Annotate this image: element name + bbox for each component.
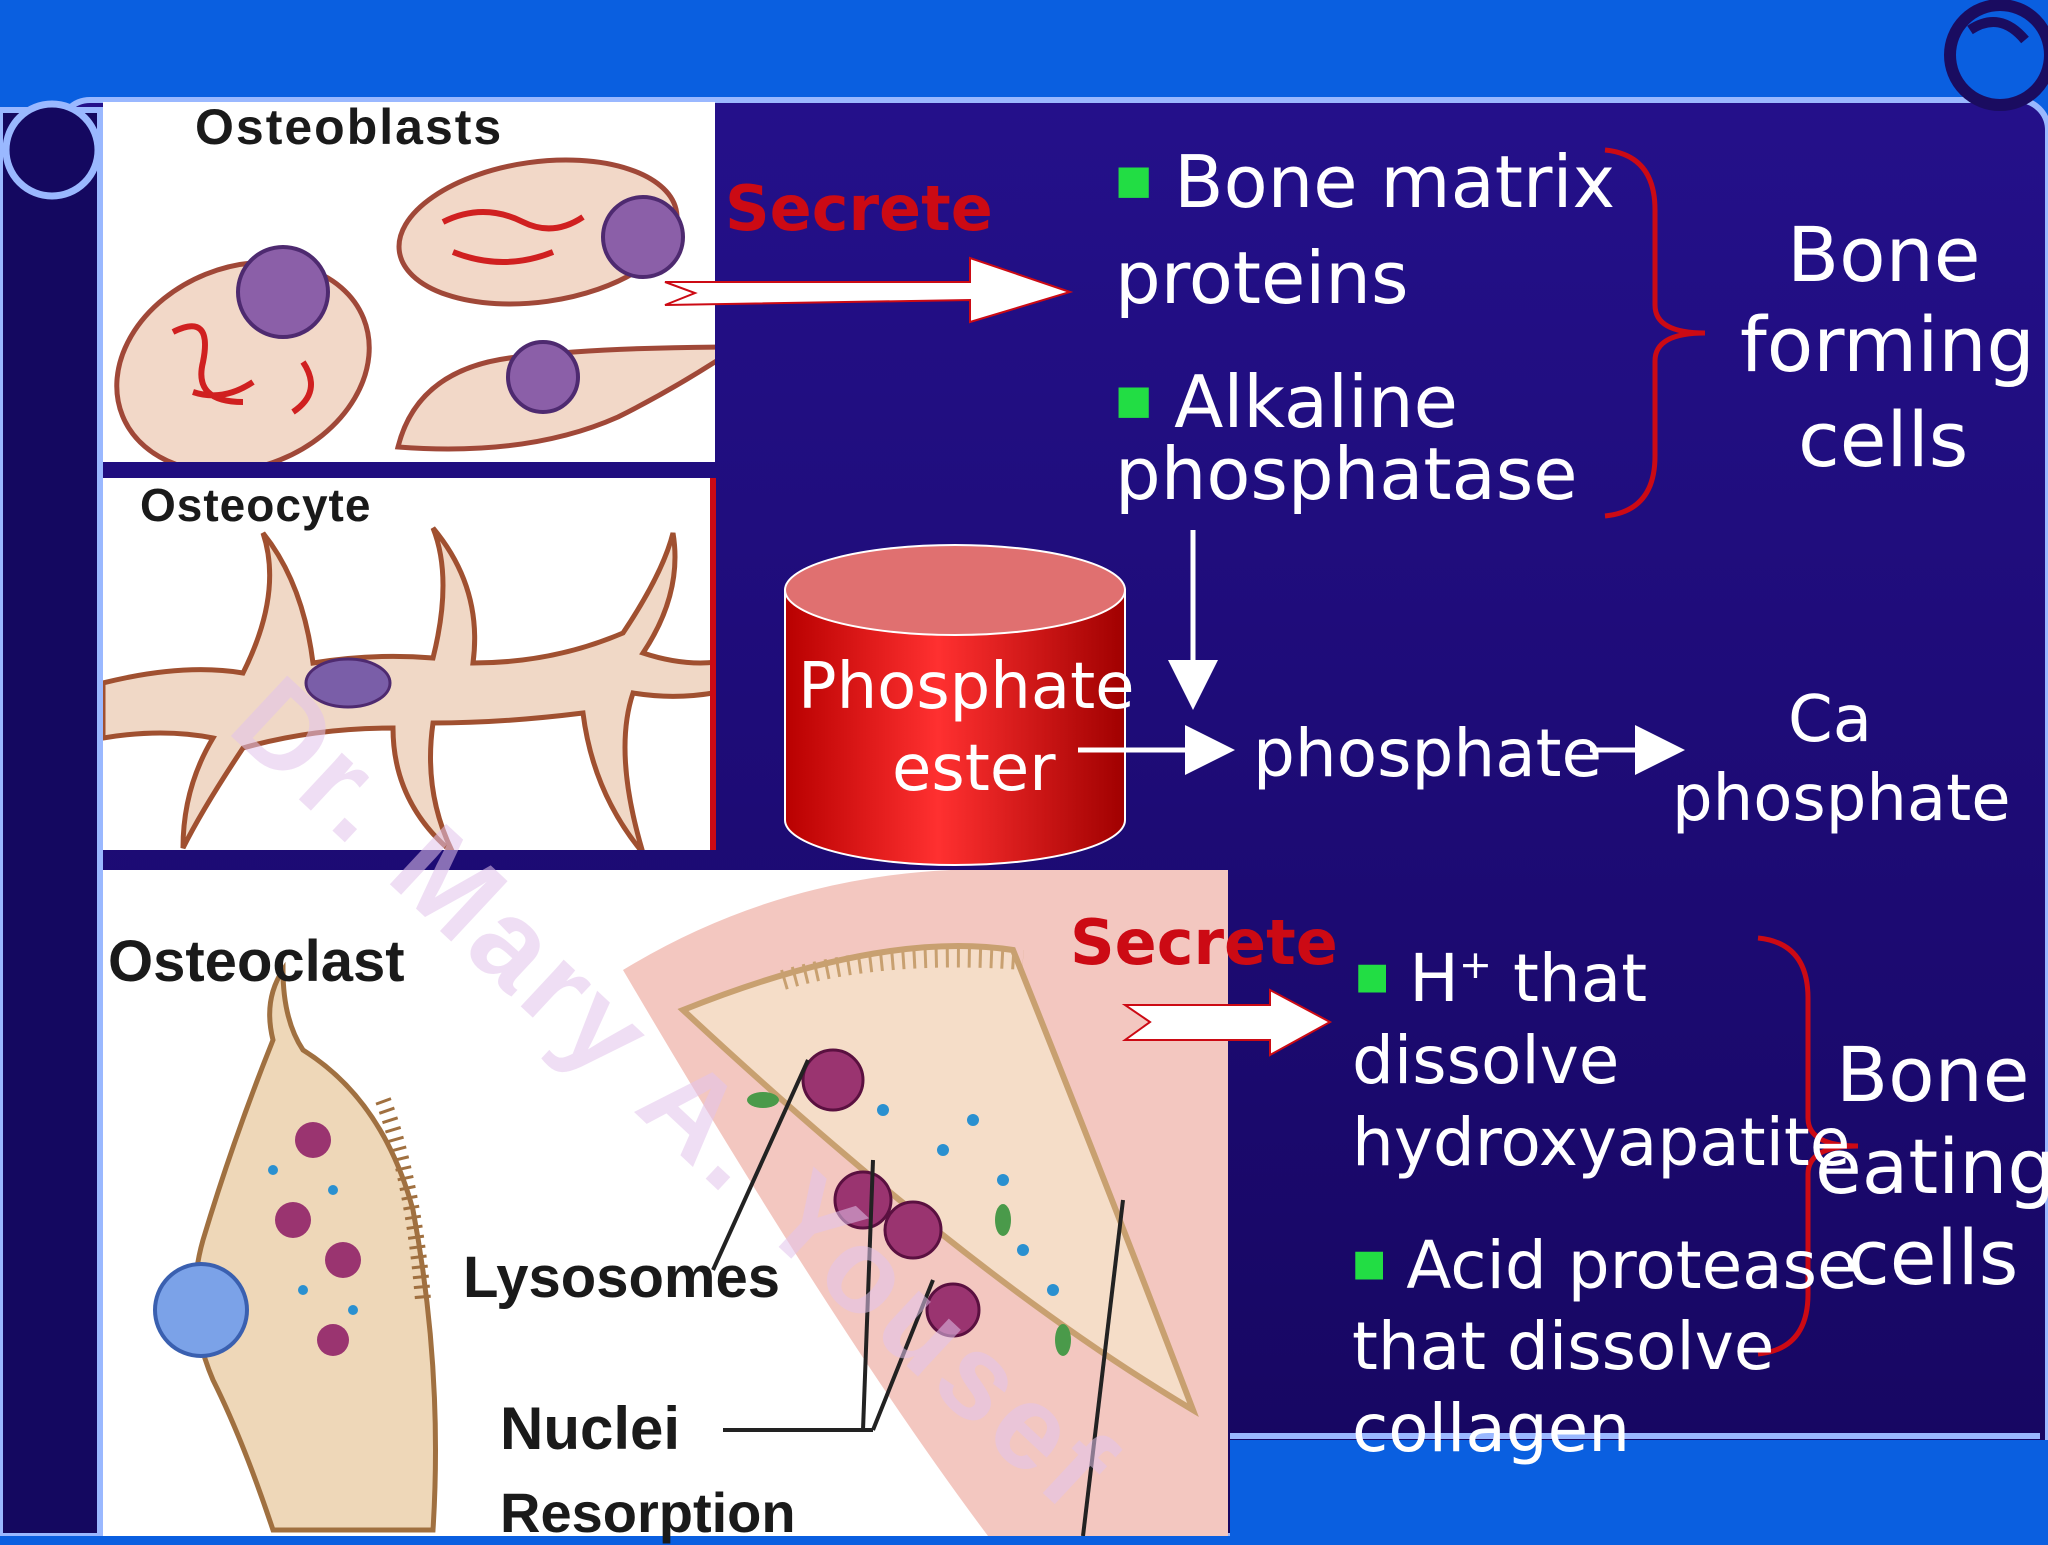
osteoblast-secrete-label: Secrete [725,172,993,245]
h-ion-charge: + [1458,942,1493,988]
scroll-curl-left [2,100,102,200]
product-acid-protease: Acid protease [1352,1227,1857,1304]
product-dissolve: dissolve [1352,1022,1620,1099]
product-hydroxyapatite: hydroxyapatite [1352,1104,1851,1181]
substrate-line-1: Phosphate [798,650,1135,724]
product-bone-matrix: Bone matrix [1115,140,1615,224]
lysosomes-callout: Lysosomes [463,1245,780,1310]
substrate-line-2: ester [892,732,1056,806]
product-alkaline-cont: phosphatase [1115,432,1578,516]
osteoclast-secrete-label: Secrete [1070,906,1338,979]
intermediate-phosphate: phosphate [1253,715,1603,792]
osteoblast-image-panel [103,102,747,475]
product-collagen: collagen [1352,1390,1631,1467]
h-ion-text: that [1492,940,1648,1017]
h-ion-symbol: H [1409,940,1459,1017]
nuclei-callout: Nuclei [500,1395,681,1462]
product-ca-phosphate: phosphate [1672,762,2011,836]
osteocyte-label: Osteocyte [140,479,372,531]
product-that-dissolve: that dissolve [1352,1308,1775,1385]
osteocyte-image-panel [100,478,756,855]
product-ca: Ca [1788,683,1872,757]
product-bone-matrix-cont: proteins [1115,236,1409,320]
bone-eating-line-2: eating [1815,1122,2048,1211]
phosphate-ester-cylinder [784,544,1126,866]
osteoclast-illustration [153,869,1228,1537]
osteoblast-illustration [114,157,747,475]
bone-forming-line-1: Bone [1787,210,1981,299]
bone-forming-line-2: forming [1740,300,2035,389]
osteoclast-image-panel [103,869,1228,1537]
product-alkaline: Alkaline [1115,360,1458,444]
osteoclast-label: Osteoclast [108,929,405,994]
bone-forming-line-3: cells [1798,395,1969,484]
bone-eating-line-1: Bone [1836,1030,2030,1119]
osteocyte-illustration [100,526,756,855]
product-h-ion: H+ that [1355,940,1647,1017]
resorption-callout: Resorption [500,1481,796,1544]
osteoblast-label: Osteoblasts [195,99,504,155]
osteocyte-panel-border [710,478,716,850]
bone-eating-line-3: cells [1848,1213,2019,1302]
